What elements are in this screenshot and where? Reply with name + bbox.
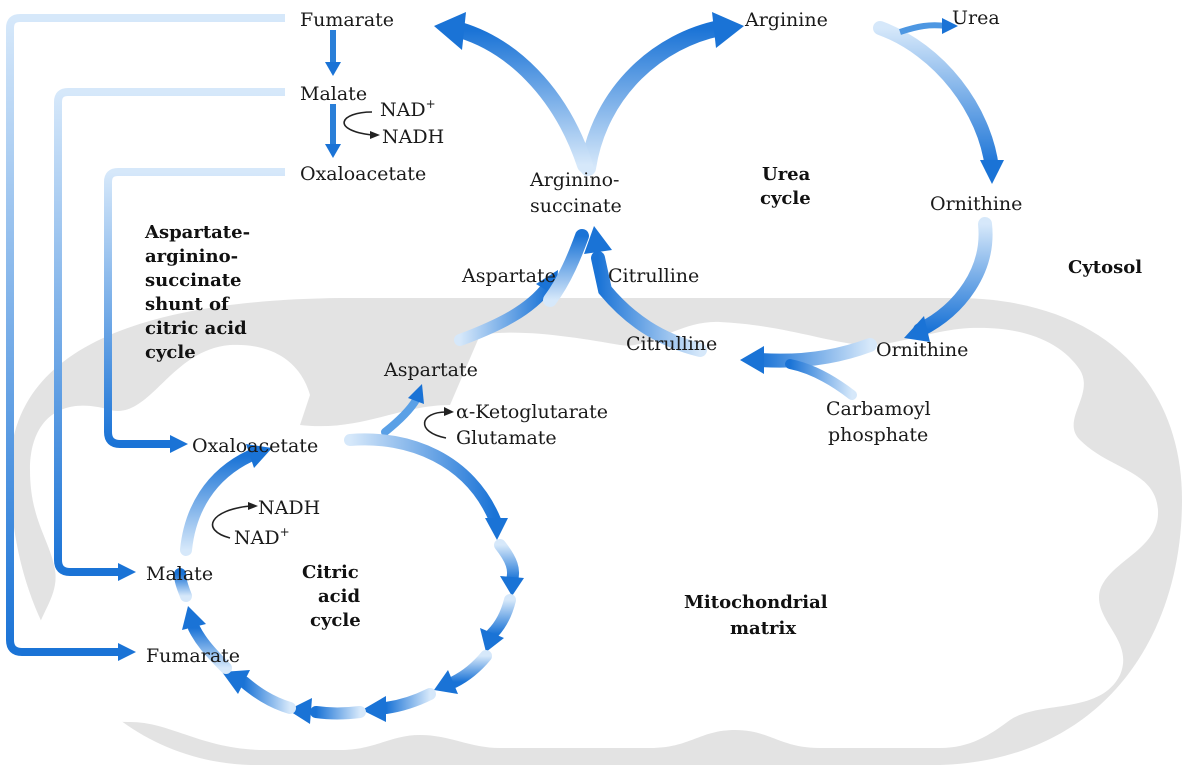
label-alpha-ketoglutarate: α-Ketoglutarate bbox=[456, 401, 608, 423]
label-nad-plus-top: NAD+ bbox=[380, 97, 436, 121]
label-carbamoyl-line2: phosphate bbox=[828, 424, 928, 446]
nad-to-nadh-curve bbox=[343, 111, 373, 136]
citric-acid-cycle-arrows bbox=[174, 433, 524, 724]
label-ornithine-matrix: Ornithine bbox=[876, 339, 968, 361]
top-vertical-arrows bbox=[325, 30, 380, 158]
transamination-arrows bbox=[381, 384, 454, 439]
label-fumarate-top: Fumarate bbox=[300, 9, 394, 31]
label-carbamoyl-line1: Carbamoyl bbox=[826, 398, 931, 420]
label-shunt-line5: citric acid bbox=[145, 318, 247, 339]
label-citric-line2: acid bbox=[318, 586, 360, 607]
mitochondrion-shape bbox=[10, 298, 1182, 765]
label-mito-line1: Mitochondrial bbox=[684, 592, 828, 613]
nad-nadh-matrix-curve bbox=[211, 505, 251, 539]
label-nadh-matrix: NADH bbox=[258, 497, 320, 519]
label-arginino-line1: Arginino- bbox=[529, 169, 619, 191]
label-shunt-line1: Aspartate- bbox=[144, 222, 250, 243]
label-citrulline-matrix: Citrulline bbox=[626, 333, 717, 355]
label-urea-cycle-line1: Urea bbox=[762, 164, 811, 185]
label-cytosol: Cytosol bbox=[1068, 257, 1142, 278]
label-nadh-top: NADH bbox=[382, 126, 444, 148]
label-ornithine-cytosol: Ornithine bbox=[930, 193, 1022, 215]
label-arginino-line2: succinate bbox=[530, 195, 622, 217]
label-aspartate-cytosol: Aspartate bbox=[461, 265, 556, 287]
label-oxaloacetate-top: Oxaloacetate bbox=[300, 163, 426, 185]
label-citrulline-cytosol: Citrulline bbox=[608, 265, 699, 287]
label-fumarate-matrix: Fumarate bbox=[146, 645, 240, 667]
label-malate-top: Malate bbox=[300, 83, 367, 105]
label-shunt-line2: arginino- bbox=[145, 246, 238, 267]
label-arginine: Arginine bbox=[744, 9, 828, 31]
label-citric-line3: cycle bbox=[310, 610, 361, 631]
label-citric-line1: Citric bbox=[302, 562, 359, 583]
shunt-return-arrows bbox=[6, 14, 285, 661]
label-nad-plus-matrix: NAD+ bbox=[234, 525, 290, 549]
label-shunt-line4: shunt of bbox=[145, 294, 230, 315]
label-malate-matrix: Malate bbox=[146, 563, 213, 585]
urea-cycle-arrows bbox=[434, 12, 1004, 400]
label-glutamate: Glutamate bbox=[456, 427, 557, 449]
label-shunt-line6: cycle bbox=[145, 342, 196, 363]
mito-inner-matrix bbox=[30, 321, 1159, 750]
label-shunt-line3: succinate bbox=[145, 270, 242, 291]
label-oxaloacetate-matrix: Oxaloacetate bbox=[192, 435, 318, 457]
label-urea-cycle-line2: cycle bbox=[760, 188, 811, 209]
akg-glutamate-curve bbox=[423, 411, 447, 439]
label-urea: Urea bbox=[952, 7, 1000, 29]
label-aspartate-matrix: Aspartate bbox=[383, 359, 478, 381]
label-mito-line2: matrix bbox=[730, 618, 796, 639]
